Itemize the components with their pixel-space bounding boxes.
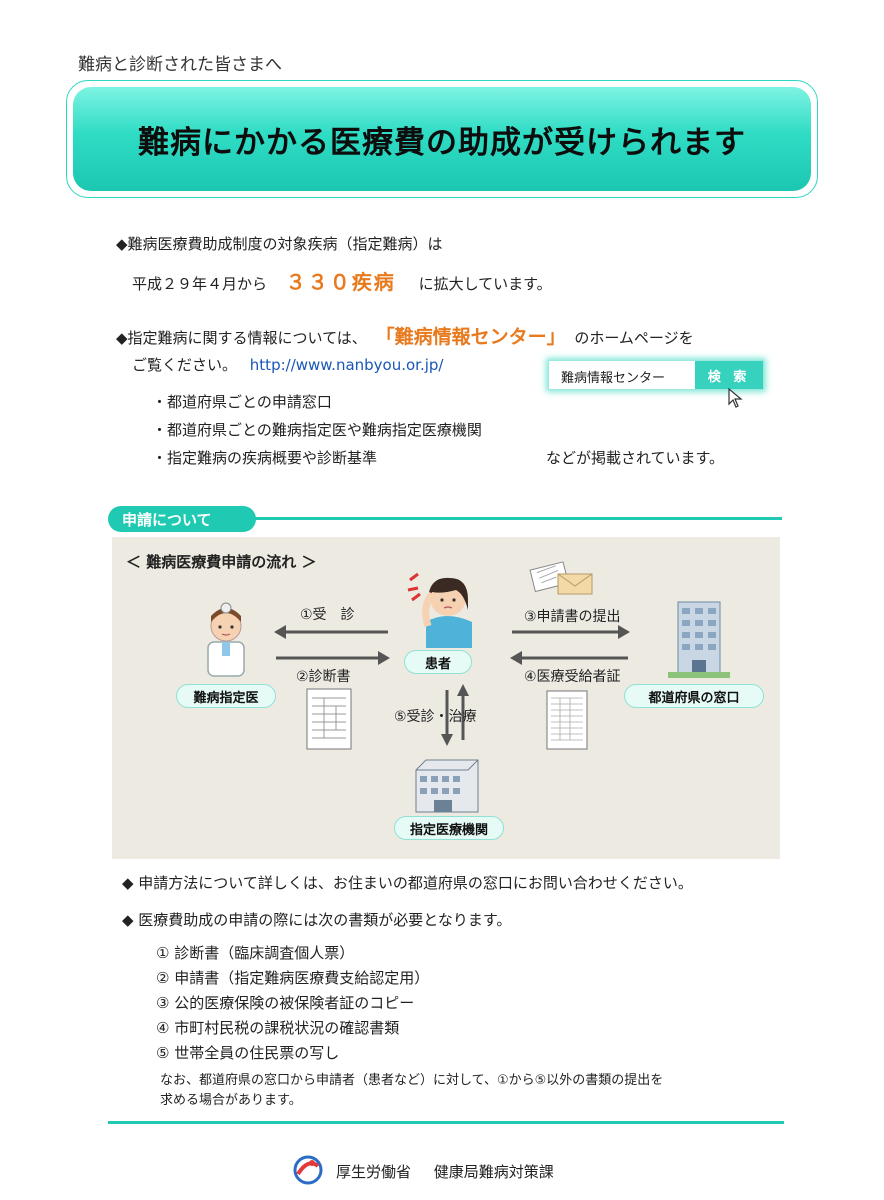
center-name: 「難病情報センター」: [375, 326, 566, 348]
center-url-link[interactable]: http://www.nanbyou.or.jp/: [249, 356, 444, 374]
flow-title: ＜ 難病医療費申請の流れ ＞: [126, 553, 317, 571]
step-5-label: ⑤受診・治療: [394, 709, 477, 725]
node-hospital: 指定医療機関: [394, 816, 504, 840]
page-title: 難病にかかる医療費の助成が受けられます: [138, 124, 746, 161]
info-line-2: 平成２９年４月から ３３０疾病 に拡大しています。: [132, 266, 552, 295]
info-bullets-tail: などが掲載されています。: [546, 449, 725, 467]
documents-heading: ◆ 医療費助成の申請の際には次の書類が必要となります。: [122, 911, 512, 929]
info-line-3: ◆指定難病に関する情報については、 「難病情報センター」 のホームページを: [116, 322, 694, 349]
section-divider: [250, 517, 782, 520]
government-building-icon: [668, 601, 730, 678]
info-bullet-2: ・都道府県ごとの難病指定医や難病指定医療機関: [152, 421, 482, 439]
node-doctor: 難病指定医: [176, 684, 276, 708]
document-item: ⑤ 世帯全員の住民票の写し: [156, 1044, 340, 1062]
info-line-2-post: に拡大しています。: [418, 275, 552, 293]
hospital-building-icon: [415, 759, 479, 813]
info-bullet-1: ・都道府県ごとの申請窓口: [152, 393, 332, 411]
patient-icon: [407, 572, 472, 648]
step-3-label: ③申請書の提出: [524, 609, 621, 625]
mouse-cursor-icon: [728, 388, 743, 408]
doctor-icon: [207, 602, 245, 677]
node-prefecture: 都道府県の窓口: [624, 684, 764, 708]
info-line-3-pre: ◆指定難病に関する情報については、: [116, 329, 367, 347]
diagnosis-form-icon: [306, 688, 352, 750]
arrows-doctor-patient: [274, 625, 390, 665]
title-banner-inner: 難病にかかる医療費の助成が受けられます: [73, 87, 811, 191]
note-line-1: なお、都道府県の窓口から申請者（患者など）に対して、①から⑤以外の書類の提出を: [160, 1073, 664, 1088]
info-line-3-post: のホームページを: [574, 329, 694, 347]
document-item: ④ 市町村民税の課税状況の確認書類: [156, 1019, 400, 1037]
note-line-2: 求める場合があります。: [160, 1093, 302, 1108]
ministry-name: 厚生労働省: [336, 1163, 412, 1181]
inquiry-line: ◆ 申請方法について詳しくは、お住まいの都道府県の窓口にお問い合わせください。: [122, 874, 693, 892]
ministry-logo-icon: [293, 1155, 323, 1185]
arrows-patient-prefecture: [510, 625, 630, 665]
node-patient: 患者: [404, 650, 472, 674]
section-label: 申請について: [108, 506, 256, 532]
step-4-label: ④医療受給者証: [524, 669, 621, 685]
disease-count: ３３０疾病: [285, 270, 396, 294]
search-button[interactable]: 検 索: [695, 361, 763, 389]
info-line-4: ご覧ください。 http://www.nanbyou.or.jp/: [132, 354, 443, 375]
mail-documents-icon: [529, 561, 593, 595]
info-bullet-3: ・指定難病の疾病概要や診断基準: [152, 449, 378, 467]
recipient-certificate-icon: [546, 690, 588, 750]
info-line-4-text: ご覧ください。: [132, 356, 238, 374]
footer-text: 厚生労働省 健康局難病対策課: [336, 1161, 554, 1182]
info-line-1: ◆難病医療費助成制度の対象疾病（指定難病）は: [116, 235, 443, 253]
division-name: 健康局難病対策課: [433, 1163, 554, 1181]
document-item: ③ 公的医療保険の被保険者証のコピー: [156, 994, 415, 1012]
search-query-text: 難病情報センター: [561, 371, 666, 386]
document-item: ① 診断書（臨床調査個人票）: [156, 944, 355, 962]
arrows-patient-hospital: [441, 684, 469, 746]
info-line-2-pre: 平成２９年４月から: [132, 275, 268, 293]
step-2-label: ②診断書: [296, 669, 351, 685]
title-banner: 難病にかかる医療費の助成が受けられます: [66, 80, 818, 198]
footer-divider: [108, 1121, 784, 1124]
search-box[interactable]: 難病情報センター 検 索: [548, 360, 764, 390]
step-1-label: ①受 診: [300, 607, 355, 623]
intro-text: 難病と診断された皆さまへ: [78, 55, 282, 75]
document-item: ② 申請書（指定難病医療費支給認定用）: [156, 969, 430, 987]
